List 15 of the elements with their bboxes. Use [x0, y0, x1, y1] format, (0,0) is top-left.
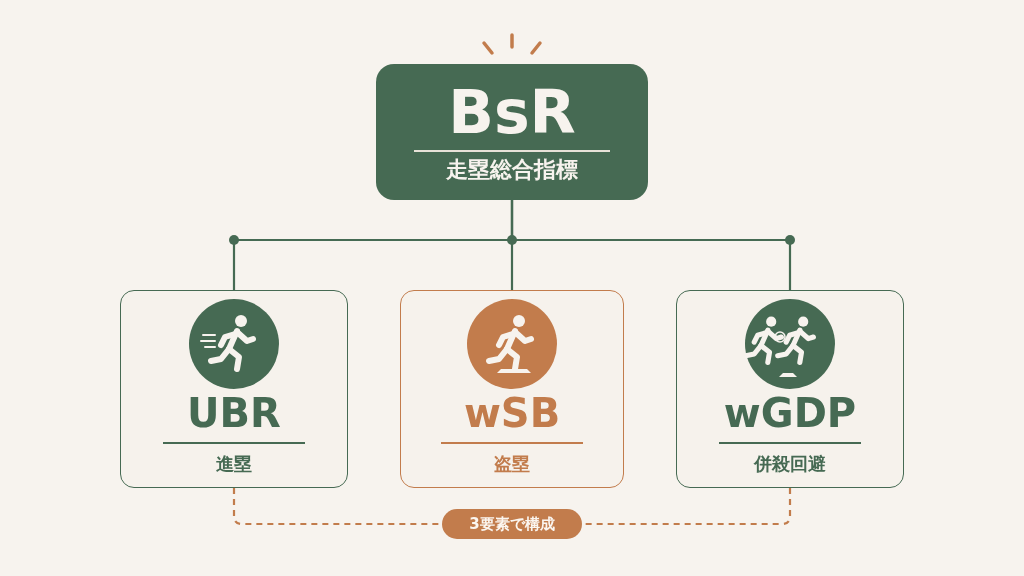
- metric-name: UBR: [187, 389, 281, 437]
- metric-name: wGDP: [723, 389, 857, 437]
- metric-card: [400, 290, 624, 488]
- metric-label: 併殺回避: [754, 453, 826, 475]
- connector-line: [510, 200, 792, 290]
- metric-card: [676, 290, 904, 488]
- header-box: [376, 64, 648, 200]
- summary-text: 3要素で構成: [469, 515, 555, 533]
- title: BsR: [448, 76, 576, 148]
- metric-name: wSB: [463, 389, 561, 437]
- metric-card: [120, 290, 348, 488]
- subtitle: 走塁総合指標: [446, 157, 578, 184]
- metric-label: 進塁: [216, 453, 252, 475]
- summary-pill: [442, 509, 582, 539]
- metric-label: 盗塁: [494, 453, 530, 475]
